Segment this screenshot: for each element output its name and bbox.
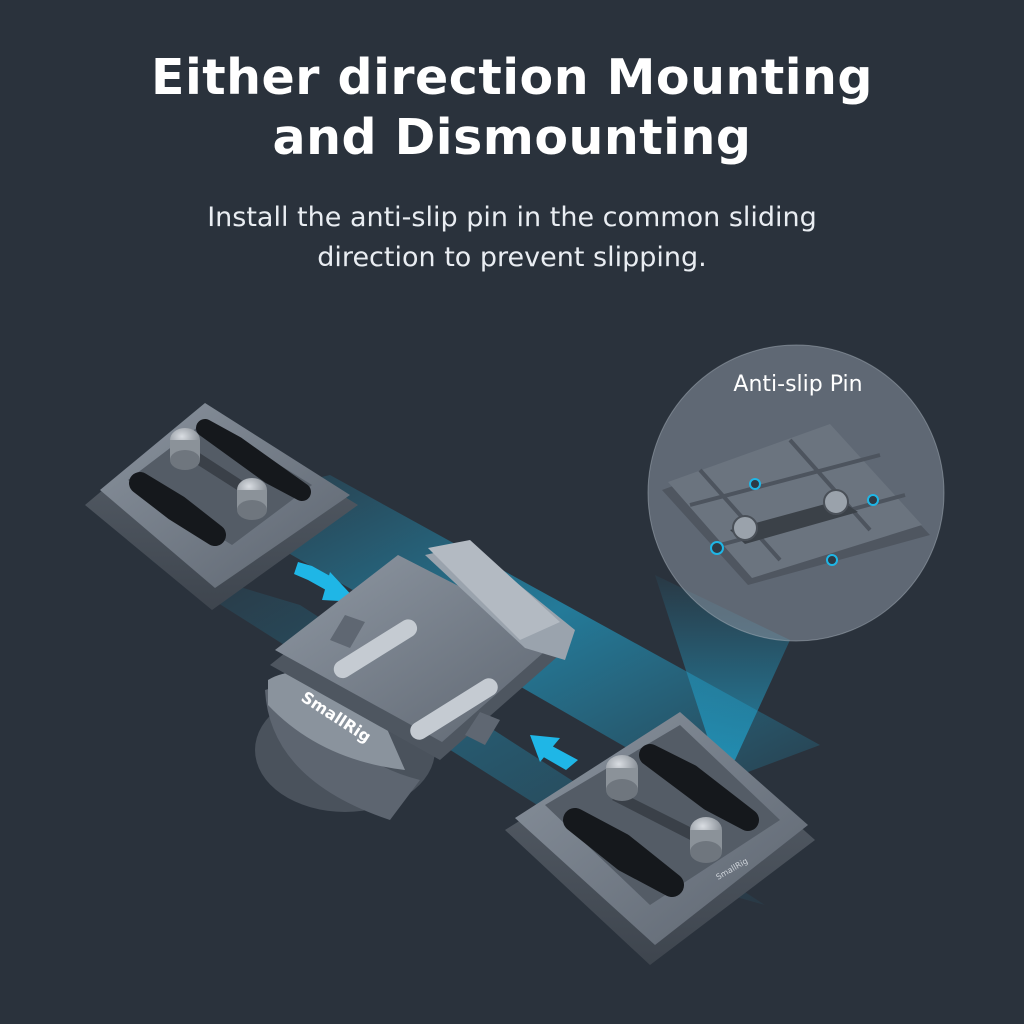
- headline: Either direction Mounting and Dismountin…: [0, 48, 1024, 168]
- quick-release-plate-right: SmallRig: [505, 712, 815, 965]
- callout-label: Anti-slip Pin: [733, 372, 863, 397]
- anti-slip-pin-markers: [710, 478, 879, 566]
- headline-line-1: Either direction Mounting: [150, 49, 874, 106]
- subheadline-line-2: direction to prevent slipping.: [317, 242, 707, 273]
- quick-release-clamp: SmallRig: [255, 540, 575, 820]
- arrow-left-up-icon: [530, 735, 578, 770]
- headline-line-2: and Dismounting: [272, 109, 752, 166]
- callout-cone: [655, 575, 790, 760]
- plate-underside: [662, 424, 930, 585]
- subheadline: Install the anti-slip pin in the common …: [0, 198, 1024, 278]
- subheadline-line-1: Install the anti-slip pin in the common …: [207, 202, 817, 233]
- quick-release-plate-left: [85, 403, 358, 610]
- callout-circle: [647, 344, 945, 642]
